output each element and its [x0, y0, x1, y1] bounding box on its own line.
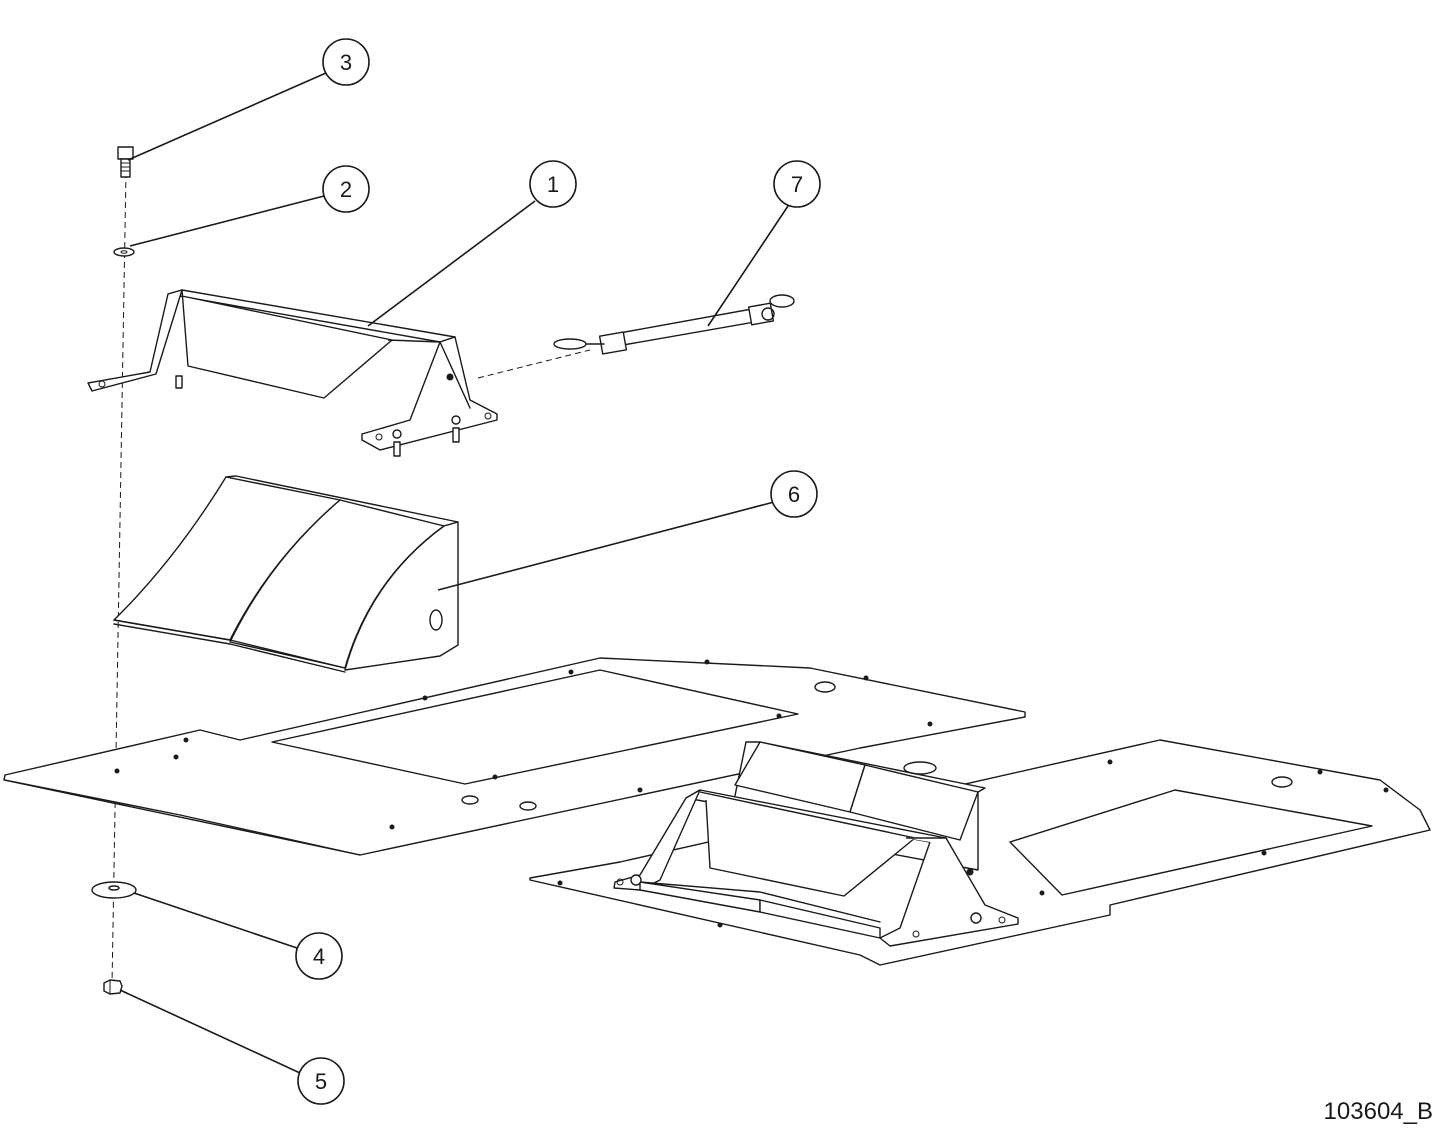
nut-part: [103, 979, 123, 995]
svg-text:6: 6: [788, 482, 800, 507]
lock-washer-part: [113, 247, 135, 257]
svg-text:2: 2: [340, 177, 352, 202]
leader-lines: [119, 72, 789, 1074]
assembled-chock: [613, 741, 1019, 947]
chock-bracket-part: [87, 289, 498, 457]
callout-balloon-1: 1: [529, 160, 577, 208]
drawing-number: 103604_B: [1323, 1098, 1433, 1125]
assembly-axis-line: [111, 171, 591, 986]
lanyard-pin-part: [553, 294, 795, 355]
bolt-part: [117, 146, 134, 178]
callout-balloon-6: 6: [770, 470, 818, 518]
svg-text:4: 4: [313, 944, 325, 969]
svg-text:7: 7: [791, 172, 803, 197]
callout-balloon-7: 7: [773, 160, 821, 208]
callout-balloon-2: 2: [322, 165, 370, 213]
callout-balloon-5: 5: [297, 1057, 345, 1105]
callout-balloon-4: 4: [295, 932, 343, 980]
callout-balloon-3: 3: [322, 38, 370, 86]
svg-text:5: 5: [315, 1069, 327, 1094]
flat-washer-part: [91, 881, 137, 899]
left-base-plate: [3, 657, 1026, 856]
svg-text:1: 1: [547, 172, 559, 197]
wheel-chock-part: [113, 475, 459, 673]
svg-text:3: 3: [340, 50, 352, 75]
